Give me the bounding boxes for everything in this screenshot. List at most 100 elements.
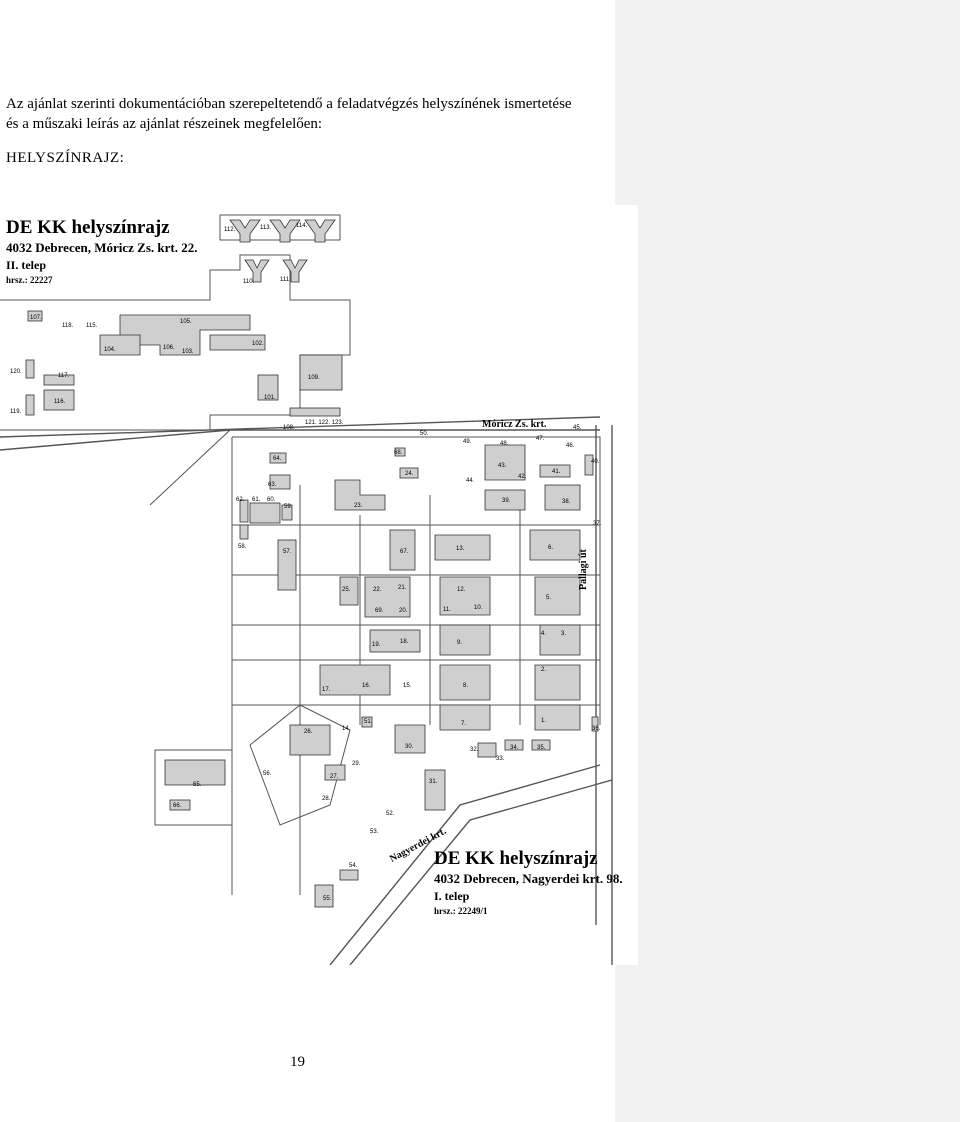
- site-telep: I. telep: [434, 889, 470, 903]
- svg-text:31.: 31.: [429, 779, 438, 785]
- section-heading: HELYSZÍNRAJZ:: [6, 150, 125, 166]
- svg-text:102.: 102.: [252, 341, 264, 347]
- svg-text:57.: 57.: [283, 549, 292, 555]
- svg-text:54.: 54.: [349, 863, 358, 869]
- site-name: DE KK helyszínrajz: [6, 217, 170, 238]
- intro-text: Az ajánlat szerinti dokumentációban szer…: [6, 94, 616, 134]
- svg-text:6.: 6.: [548, 545, 553, 551]
- svg-text:11.: 11.: [443, 607, 451, 613]
- svg-text:62.: 62.: [236, 497, 245, 503]
- svg-text:45.: 45.: [573, 425, 582, 431]
- svg-text:8.: 8.: [463, 683, 468, 689]
- svg-text:22.: 22.: [373, 587, 382, 593]
- svg-text:17.: 17.: [322, 687, 331, 693]
- svg-text:111.: 111.: [280, 277, 291, 283]
- svg-text:23.: 23.: [354, 503, 363, 509]
- svg-text:7.: 7.: [461, 721, 466, 727]
- svg-text:13.: 13.: [456, 546, 465, 552]
- svg-text:12.: 12.: [457, 587, 466, 593]
- site-telep: II. telep: [6, 258, 46, 272]
- svg-text:38.: 38.: [562, 499, 571, 505]
- svg-text:53.: 53.: [370, 829, 379, 835]
- svg-text:34.: 34.: [510, 745, 519, 751]
- svg-text:119.: 119.: [10, 409, 22, 415]
- svg-text:120.: 120.: [10, 369, 22, 375]
- svg-text:69.: 69.: [375, 608, 384, 614]
- svg-text:121. 122. 123.: 121. 122. 123.: [305, 420, 344, 426]
- svg-text:110.: 110.: [243, 279, 255, 285]
- svg-text:16.: 16.: [362, 683, 371, 689]
- svg-text:67.: 67.: [400, 549, 409, 555]
- svg-text:55.: 55.: [323, 896, 332, 902]
- street-moricz: Móricz Zs. krt.: [482, 419, 547, 430]
- svg-text:108.: 108.: [283, 425, 295, 431]
- svg-text:5.: 5.: [546, 595, 551, 601]
- svg-text:47.: 47.: [536, 436, 545, 442]
- svg-text:30.: 30.: [405, 744, 414, 750]
- site-name: DE KK helyszínrajz: [434, 848, 598, 869]
- svg-text:15.: 15.: [403, 683, 412, 689]
- svg-text:50.: 50.: [420, 431, 429, 437]
- site-title-ii-telep: DE KK helyszínrajz 4032 Debrecen, Móricz…: [6, 217, 197, 287]
- svg-text:33.: 33.: [496, 756, 505, 762]
- intro-line-1: Az ajánlat szerinti dokumentációban szer…: [6, 96, 572, 112]
- svg-text:59.: 59.: [284, 504, 293, 510]
- svg-text:118.: 118.: [62, 323, 74, 329]
- svg-text:35.: 35.: [537, 745, 546, 751]
- svg-text:63.: 63.: [268, 482, 277, 488]
- site-address: 4032 Debrecen, Móricz Zs. krt. 22.: [6, 240, 198, 255]
- svg-text:29.: 29.: [352, 761, 361, 767]
- svg-text:19.: 19.: [372, 642, 381, 648]
- svg-text:52.: 52.: [386, 811, 395, 817]
- svg-text:115.: 115.: [86, 323, 98, 329]
- svg-text:28.: 28.: [322, 796, 331, 802]
- svg-text:51.: 51.: [364, 719, 373, 725]
- svg-text:1.: 1.: [541, 718, 546, 724]
- svg-text:68.: 68.: [394, 450, 403, 456]
- svg-text:112.: 112.: [224, 227, 236, 233]
- site-title-i-telep: DE KK helyszínrajz 4032 Debrecen, Nagyer…: [434, 848, 623, 918]
- svg-text:101.: 101.: [264, 395, 276, 401]
- page-margin: [615, 0, 960, 1122]
- svg-text:37.: 37.: [593, 521, 602, 527]
- svg-text:113.: 113.: [260, 225, 272, 231]
- svg-text:64.: 64.: [273, 456, 282, 462]
- svg-text:3.: 3.: [561, 631, 566, 637]
- svg-text:60.: 60.: [267, 497, 276, 503]
- site-hrsz: hrsz.: 22249/1: [434, 906, 488, 916]
- svg-text:107.: 107.: [30, 315, 42, 321]
- svg-text:104.: 104.: [104, 347, 116, 353]
- svg-text:106.: 106.: [163, 345, 175, 351]
- svg-text:20.: 20.: [399, 608, 408, 614]
- svg-text:43.: 43.: [498, 463, 507, 469]
- intro-line-2: és a műszaki leírás az ajánlat részeinek…: [6, 116, 323, 132]
- svg-text:41.: 41.: [552, 469, 561, 475]
- svg-text:18.: 18.: [400, 639, 409, 645]
- svg-text:4.: 4.: [541, 631, 546, 637]
- street-pallagi: Pallagi út: [578, 549, 589, 590]
- svg-text:24.: 24.: [405, 471, 414, 477]
- svg-text:48.: 48.: [500, 441, 509, 447]
- svg-text:49.: 49.: [463, 439, 472, 445]
- svg-text:14.: 14.: [342, 726, 351, 732]
- site-address: 4032 Debrecen, Nagyerdei krt. 98.: [434, 871, 623, 886]
- svg-text:27.: 27.: [330, 774, 339, 780]
- svg-text:42.: 42.: [518, 474, 527, 480]
- svg-text:36.: 36.: [592, 726, 601, 732]
- svg-text:66.: 66.: [173, 803, 182, 809]
- site-map-drawing: 112.113.114. 110.111. 107.118.115. 105.1…: [0, 214, 613, 965]
- svg-text:32.: 32.: [470, 747, 479, 753]
- site-hrsz: hrsz.: 22227: [6, 275, 53, 285]
- svg-text:2.: 2.: [541, 667, 546, 673]
- svg-text:109.: 109.: [308, 375, 320, 381]
- svg-text:46.: 46.: [566, 443, 575, 449]
- svg-text:116.: 116.: [54, 399, 66, 405]
- svg-text:40.: 40.: [591, 459, 600, 465]
- svg-text:39.: 39.: [502, 498, 511, 504]
- site-map: 112.113.114. 110.111. 107.118.115. 105.1…: [0, 205, 638, 965]
- svg-text:44.: 44.: [466, 478, 475, 484]
- svg-text:25.: 25.: [342, 587, 351, 593]
- page-number: 19: [290, 1054, 305, 1070]
- svg-text:10.: 10.: [474, 605, 483, 611]
- svg-text:61.: 61.: [252, 497, 261, 503]
